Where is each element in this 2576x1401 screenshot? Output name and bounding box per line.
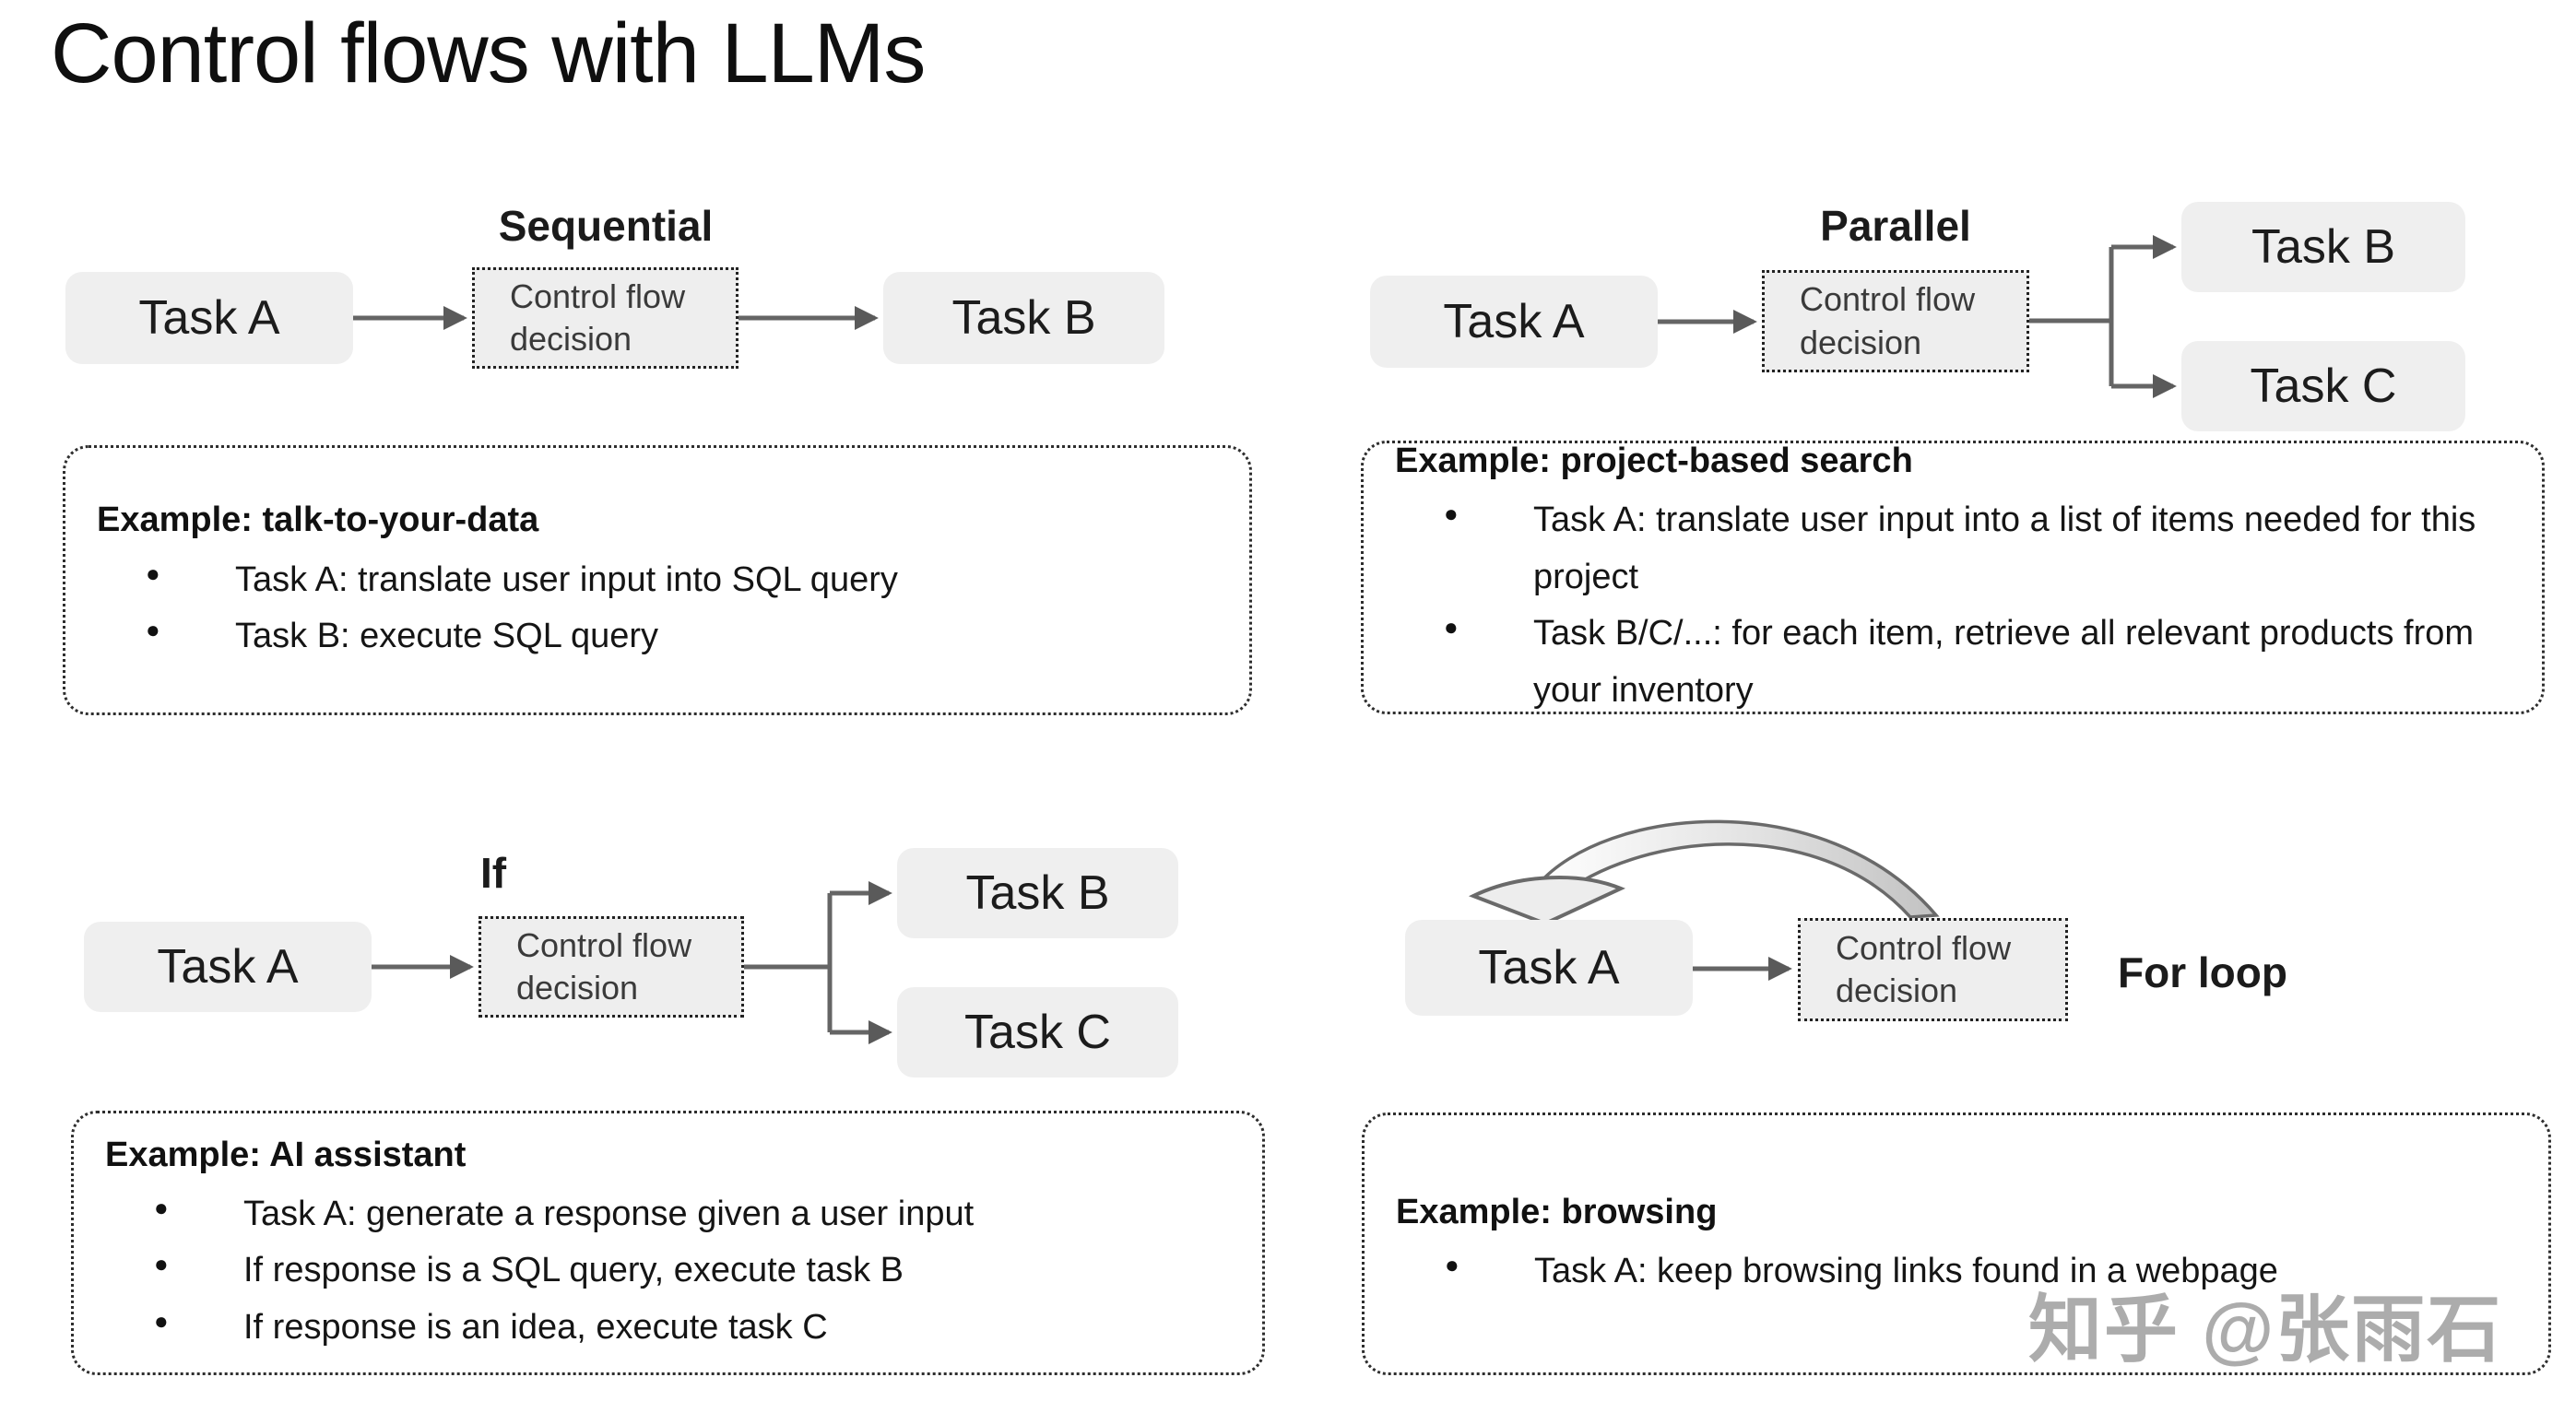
- if-task-a-box: Task A: [84, 922, 372, 1012]
- parallel-decision-box: Control flow decision: [1762, 270, 2029, 372]
- bullet-item: Task A: translate user input into SQL qu…: [146, 552, 1208, 609]
- sequential-example-bullets: Task A: translate user input into SQL qu…: [97, 552, 1208, 665]
- watermark: 知乎 @张雨石: [2028, 1289, 2503, 1371]
- bullet-item: Task B/C/...: for each item, retrieve al…: [1444, 606, 2500, 719]
- bullet-item: Task A: keep browsing links found in a w…: [1445, 1243, 2507, 1301]
- if-task-c-box: Task C: [897, 987, 1178, 1077]
- loop-decision-box: Control flow decision: [1798, 918, 2068, 1021]
- bullet-item: Task A: translate user input into a list…: [1444, 492, 2500, 606]
- loop-example-bullets: Task A: keep browsing links found in a w…: [1396, 1243, 2507, 1301]
- sequential-example-box: Example: talk-to-your-data Task A: trans…: [63, 445, 1252, 715]
- parallel-example-title: Example: project-based search: [1395, 441, 1913, 480]
- parallel-task-a-box: Task A: [1370, 276, 1658, 368]
- section-label-if: If: [480, 849, 507, 897]
- sequential-task-b-box: Task B: [883, 272, 1164, 364]
- if-task-b-box: Task B: [897, 848, 1178, 938]
- sequential-task-a-box: Task A: [65, 272, 353, 364]
- if-example-title: Example: AI assistant: [105, 1135, 467, 1174]
- if-decision-box: Control flow decision: [479, 916, 744, 1018]
- bullet-item: Task A: generate a response given a user…: [154, 1186, 1221, 1243]
- loop-example-title: Example: browsing: [1396, 1193, 1718, 1232]
- bullet-item: If response is an idea, execute task C: [154, 1300, 1221, 1357]
- loop-task-a-box: Task A: [1405, 920, 1693, 1016]
- loop-arrowhead: [1468, 876, 1626, 926]
- bullet-item: If response is a SQL query, execute task…: [154, 1242, 1221, 1300]
- loop-example-box: Example: browsing Task A: keep browsing …: [1362, 1113, 2551, 1375]
- section-label-parallel: Parallel: [1820, 202, 1971, 250]
- sequential-example-title: Example: talk-to-your-data: [97, 500, 539, 540]
- page-title: Control flows with LLMs: [51, 6, 926, 100]
- bullet-item: Task B: execute SQL query: [146, 608, 1208, 665]
- sequential-decision-box: Control flow decision: [472, 267, 739, 369]
- parallel-task-c-box: Task C: [2181, 341, 2465, 431]
- parallel-example-box: Example: project-based search Task A: tr…: [1361, 441, 2545, 714]
- if-example-box: Example: AI assistant Task A: generate a…: [71, 1111, 1265, 1375]
- parallel-task-b-box: Task B: [2181, 202, 2465, 292]
- loop-arrow-tail: [1535, 819, 1940, 919]
- section-label-for-loop: For loop: [2118, 948, 2287, 996]
- section-label-sequential: Sequential: [498, 202, 714, 250]
- if-example-bullets: Task A: generate a response given a user…: [105, 1186, 1221, 1357]
- parallel-example-bullets: Task A: translate user input into a list…: [1395, 492, 2500, 719]
